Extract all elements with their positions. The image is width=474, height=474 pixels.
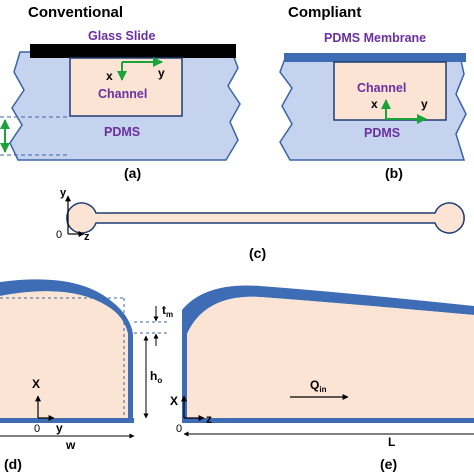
origin-label-d: 0 [34,423,40,435]
glass-slide [30,44,236,58]
pdms-membrane-label: PDMS Membrane [324,31,426,45]
tm-symbol: tm [162,303,173,319]
channel-wall-d [128,334,133,422]
axis-z-label-c: z [84,231,90,243]
length-label-e: L [388,435,395,449]
channel-a [69,57,183,117]
pdms-membrane [284,53,466,62]
caption-c: (c) [249,245,266,261]
axis-x-label-a: x [106,69,113,83]
panel-b-title: Compliant [288,4,361,21]
channel-label-a: Channel [98,87,147,101]
panel-a: Conventional Glass Slide x y Channel PDM… [0,4,241,181]
axis-x-label-d: X [32,377,40,391]
caption-d: (d) [4,456,22,472]
channel-floor-d [0,418,134,423]
channel-b [333,61,447,121]
pdms-label-a: PDMS [104,125,140,139]
channel-floor-e [182,418,474,423]
channel-outline-c [66,202,465,234]
channel-wall-e [182,334,187,422]
axis-y-label-c: y [60,187,67,199]
panel-c: y 0 z (c) [56,187,465,261]
channel-fill-d [0,291,128,420]
deformed-membrane-e [182,285,474,334]
pdms-label-b: PDMS [364,126,400,140]
caption-e: (e) [380,456,397,472]
ho-symbol: ho [150,369,162,385]
axis-x-label-b: x [371,97,378,111]
axis-z-label-e: z [206,412,212,426]
axis-y-label-d: y [56,421,63,435]
axis-y-label-a: y [158,66,165,80]
axis-x-label-e: X [170,394,178,408]
q-in-label: Qin [310,378,327,394]
glass-slide-label: Glass Slide [88,29,155,43]
caption-a: (a) [124,165,141,181]
axis-y-label-b: y [421,97,428,111]
panel-b: Compliant PDMS Membrane Channel x y PDMS… [279,4,467,181]
panel-d: tm ho X 0 y w (d) [0,279,173,472]
channel-fill-e [187,296,474,420]
deformed-membrane-d [0,279,133,334]
caption-b: (b) [385,165,403,181]
panel-e: Qin X 0 z L (e) [170,285,474,472]
origin-label-c: 0 [56,229,62,241]
width-label-d: w [65,438,76,452]
origin-label-e: 0 [176,423,182,435]
channel-label-b: Channel [357,81,406,95]
panel-a-title: Conventional [28,4,123,21]
